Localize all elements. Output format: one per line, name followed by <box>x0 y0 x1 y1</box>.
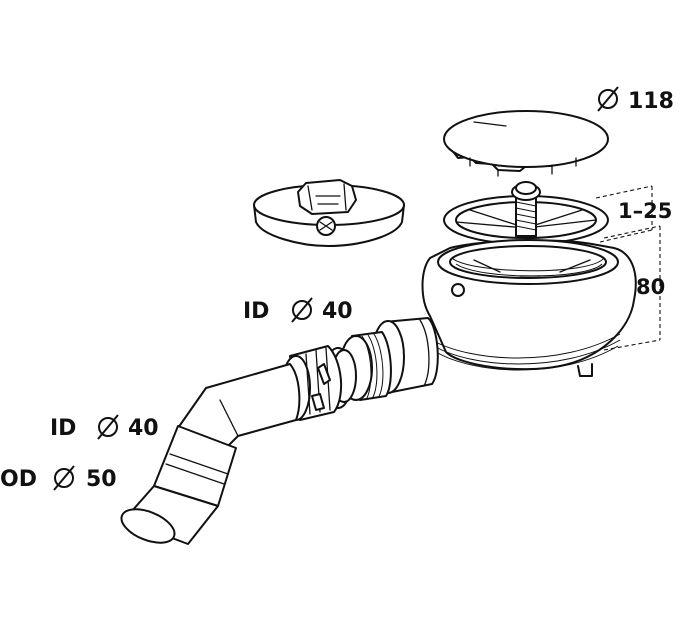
outlet-od-value: 50 <box>86 467 117 492</box>
outlet-od-label: OD 50 <box>0 465 117 492</box>
outlet-pipe <box>120 363 301 545</box>
outlet-id-label: ID 40 <box>50 414 159 441</box>
diameter-icon <box>53 465 75 491</box>
diameter-icon <box>597 86 619 112</box>
trap-disc <box>253 179 405 247</box>
diameter-icon <box>291 297 313 323</box>
diameter-icon <box>97 414 119 440</box>
inlet-id-prefix: ID <box>243 299 269 324</box>
body-height-label: 80 <box>636 275 665 299</box>
inlet-id-value: 40 <box>322 299 353 324</box>
cover-diameter-value: 118 <box>628 89 674 114</box>
diameter-label-cover: 118 <box>597 86 674 114</box>
dimension-lines <box>595 185 661 351</box>
inlet-id-label: ID 40 <box>243 297 353 324</box>
outlet-id-value: 40 <box>128 416 159 441</box>
outlet-id-prefix: ID <box>50 416 76 441</box>
drain-cover <box>443 110 609 177</box>
drain-body <box>421 239 637 377</box>
height-adjust-label: 1–25 <box>618 199 672 223</box>
adjustment-ring <box>443 181 609 245</box>
outlet-od-prefix: OD <box>0 467 37 492</box>
